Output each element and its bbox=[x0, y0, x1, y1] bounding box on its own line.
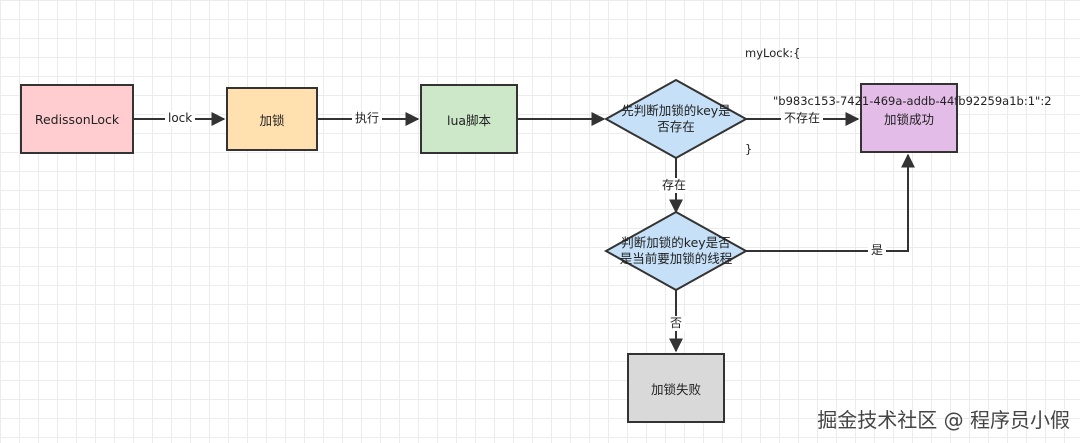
watermark: 掘金技术社区 @ 程序员小假 bbox=[817, 408, 1070, 432]
note-line-2: "b983c153-7421-469a-addb-44fb92259a1b:1"… bbox=[773, 94, 1052, 108]
edge-label-yes: 是 bbox=[868, 243, 887, 258]
edge-label-execute: 执行 bbox=[352, 111, 383, 126]
node-lock-fail: 加锁失败 bbox=[627, 353, 725, 423]
edge-label-no: 否 bbox=[667, 316, 686, 331]
redis-hash-note: myLock:{ "b983c153-7421-469a-addb-44fb92… bbox=[745, 13, 1052, 173]
node-redisson-lock-label: RedissonLock bbox=[34, 111, 120, 127]
node-add-lock: 加锁 bbox=[226, 87, 318, 151]
node-lock-success-label: 加锁成功 bbox=[883, 111, 934, 127]
diamond-check-key-exists bbox=[603, 78, 749, 160]
node-lua-script: lua脚本 bbox=[420, 84, 518, 154]
edge-thread-to-success bbox=[746, 153, 915, 252]
edge-label-not-exists: 不存在 bbox=[781, 111, 824, 126]
edge-label-lock: lock bbox=[165, 111, 196, 126]
edge-label-exists: 存在 bbox=[659, 178, 690, 193]
diamond-check-thread bbox=[603, 210, 749, 292]
note-line-1: myLock:{ bbox=[745, 46, 801, 60]
note-line-3: } bbox=[745, 142, 753, 156]
node-lock-fail-label: 加锁失败 bbox=[650, 381, 701, 397]
diamond-check-thread-label: 判断加锁的key是否 是当前要加锁的线程 bbox=[619, 235, 733, 266]
diamond-check-key-exists-label: 先判断加锁的key是 否存在 bbox=[621, 103, 731, 134]
node-add-lock-label: 加锁 bbox=[259, 112, 285, 128]
node-lock-success: 加锁成功 bbox=[860, 83, 958, 153]
node-lua-script-label: lua脚本 bbox=[446, 112, 492, 128]
node-redisson-lock: RedissonLock bbox=[20, 84, 134, 154]
